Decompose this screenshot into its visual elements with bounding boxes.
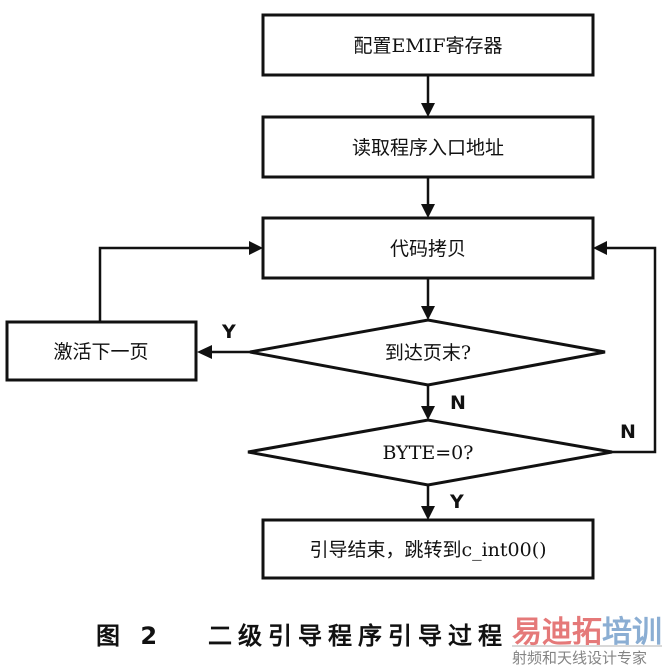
figure-number: 图 2: [96, 622, 163, 650]
node-code-copy: 代码拷贝: [261, 216, 595, 280]
node-activate-next: 激活下一页: [5, 320, 198, 382]
node-config-emif-label: 配置EMIF寄存器: [353, 35, 502, 57]
label-yes-byte-zero: Y: [449, 491, 464, 513]
decision-byte-zero: BYTE=0?: [247, 418, 613, 487]
watermark: 易迪拓 培训 射频和天线设计专家: [512, 615, 662, 666]
label-no-byte-zero: N: [620, 421, 636, 443]
label-yes-page-end: Y: [221, 321, 236, 343]
decision-byte-zero-label: BYTE=0?: [383, 442, 474, 464]
watermark-slogan: 射频和天线设计专家: [512, 649, 647, 666]
node-read-entry: 读取程序入口地址: [261, 115, 595, 179]
decision-page-end: 到达页末?: [249, 318, 606, 387]
node-config-emif: 配置EMIF寄存器: [261, 13, 595, 77]
node-activate-next-label: 激活下一页: [53, 341, 148, 363]
watermark-brand-a: 易迪拓: [512, 615, 602, 650]
figure-caption: 二级引导程序引导过程: [208, 622, 508, 650]
decision-page-end-label: 到达页末?: [385, 342, 471, 364]
label-no-page-end: N: [450, 392, 466, 414]
connectors: [98, 75, 657, 520]
node-finish-label: 引导结束，跳转到c_int00(): [309, 539, 546, 561]
watermark-brand-b: 培训: [602, 615, 662, 650]
node-finish: 引导结束，跳转到c_int00(): [261, 518, 595, 580]
node-code-copy-label: 代码拷贝: [390, 238, 466, 260]
node-read-entry-label: 读取程序入口地址: [352, 137, 504, 159]
